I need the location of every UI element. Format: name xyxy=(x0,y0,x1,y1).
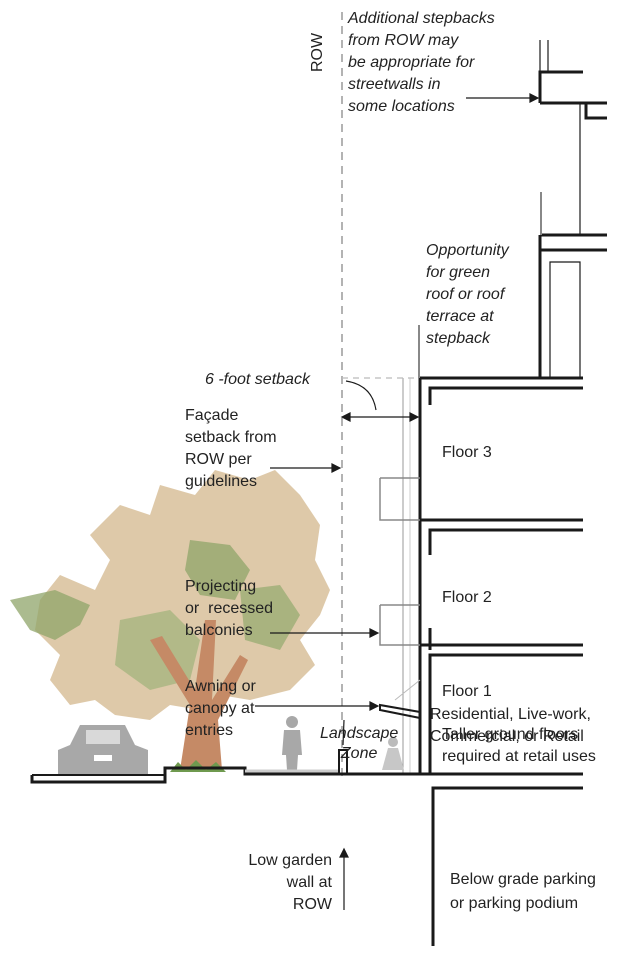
garden-wall xyxy=(338,749,348,775)
awning xyxy=(379,703,421,720)
parking-label: Below grade parking or parking podium xyxy=(450,871,596,912)
building xyxy=(418,40,607,774)
floor1-label: Floor 1 xyxy=(442,683,492,700)
parking-box xyxy=(431,786,583,946)
balcony-floor2 xyxy=(379,604,420,646)
pedestrian-2 xyxy=(382,737,404,770)
floor2-label: Floor 2 xyxy=(442,589,492,606)
ground-line xyxy=(30,766,583,784)
facade-setback-label: Façade setback from ROW per guidelines xyxy=(185,407,277,490)
green-roof-note: Opportunity for green roof or roof terra… xyxy=(426,242,509,347)
row-label: ROW xyxy=(309,32,326,72)
tree-trunk xyxy=(150,620,248,770)
car-window xyxy=(86,730,120,744)
six-foot-setback-label: 6 -foot setback xyxy=(205,371,310,388)
car-plate xyxy=(94,755,112,761)
tree-foliage-back xyxy=(35,470,330,720)
tree-foliage-green-2 xyxy=(185,540,250,600)
awning-label: Awning or canopy at entries xyxy=(185,678,256,739)
pedestrian xyxy=(282,716,302,770)
balconies-label: Projecting or recessed balconies xyxy=(185,578,274,639)
landscape-zone-label: Landscape Zone xyxy=(320,725,399,762)
floor3-label: Floor 3 xyxy=(442,444,492,461)
awning-strut xyxy=(394,679,421,701)
stepbacks-note: Additional stepbacks from ROW may be app… xyxy=(348,10,495,115)
leader-arrows xyxy=(255,93,540,910)
tree-foliage-green-4 xyxy=(240,585,300,650)
tree xyxy=(10,470,330,772)
garden-wall-label: Low garden wall at ROW xyxy=(248,852,332,913)
car-body xyxy=(58,725,148,775)
balcony-floor3 xyxy=(379,477,420,521)
floor1-uses-label: Residential, Live-work, Commercial, or R… xyxy=(430,706,591,745)
car xyxy=(58,725,148,775)
tree-foliage-green xyxy=(10,590,90,640)
taller-ground-floors-label: Taller ground floors required at retail … xyxy=(442,726,596,765)
